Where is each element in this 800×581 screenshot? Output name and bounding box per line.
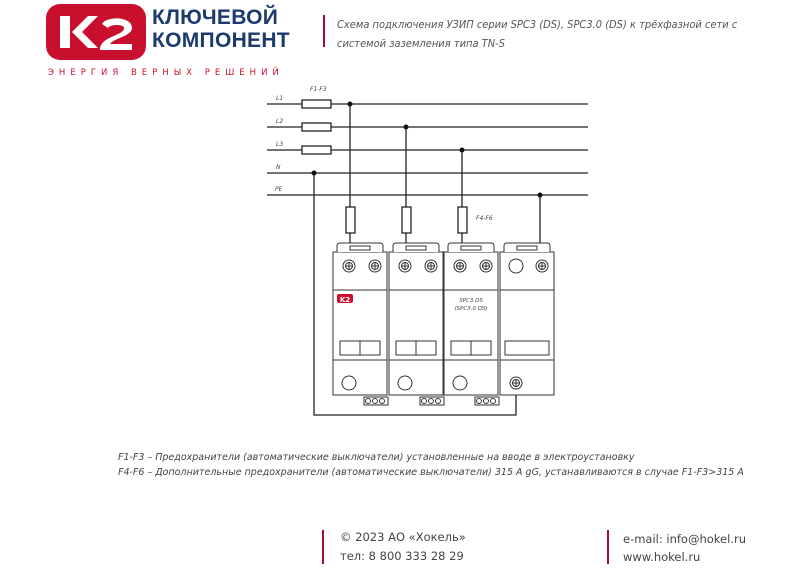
model-label: SPC3 DS	[459, 298, 483, 304]
title-divider	[323, 15, 325, 47]
note-f4f6: F4-F6 – Дополнительные предохранители (а…	[118, 467, 744, 478]
wiring-diagram: K2 SPC3 DS (SPC3.0 DS) F1-F3 F4-F6 L1 L2…	[267, 86, 588, 416]
label-l3: L3	[276, 141, 283, 148]
fuse-f2	[301, 122, 332, 132]
phone: тел: 8 800 333 28 29	[340, 549, 464, 563]
label-pe: PE	[275, 186, 283, 193]
fuse-f5	[401, 206, 412, 234]
n-wire	[313, 173, 517, 416]
label-f4f6: F4-F6	[476, 215, 493, 222]
label-n: N	[276, 164, 281, 171]
label-f1f3: F1-F3	[310, 86, 327, 93]
company-logo	[46, 4, 146, 60]
brand-line2: КОМПОНЕНТ	[152, 29, 290, 52]
email-link[interactable]: e-mail: info@hokel.ru	[623, 532, 746, 546]
fuse-f3	[301, 145, 332, 155]
fuse-f6	[457, 206, 468, 234]
module-logo	[337, 294, 353, 303]
spd-module	[332, 251, 388, 396]
spd-module	[388, 251, 444, 396]
slogan: ЭНЕРГИЯ ВЕРНЫХ РЕШЕНИЙ	[48, 68, 284, 78]
brand-line1: КЛЮЧЕВОЙ	[152, 6, 279, 29]
label-l2: L2	[276, 118, 283, 125]
footer-divider-right	[607, 530, 609, 564]
note-f1f3: F1-F3 – Предохранители (автоматические в…	[118, 452, 635, 463]
page-title: Схема подключения УЗИП серии SPC3 (DS), …	[337, 18, 738, 50]
svg-text:K2: K2	[340, 296, 350, 304]
model-label-alt: (SPC3.0 DS)	[454, 306, 487, 312]
label-l1: L1	[276, 95, 283, 102]
fuse-f4	[345, 206, 356, 234]
spd-module	[499, 251, 555, 396]
website-link[interactable]: www.hokel.ru	[623, 550, 701, 564]
footer-divider-left	[322, 530, 324, 564]
fuse-f1	[301, 99, 332, 109]
copyright: © 2023 АО «Хокель»	[340, 530, 466, 544]
spd-module	[443, 251, 499, 396]
